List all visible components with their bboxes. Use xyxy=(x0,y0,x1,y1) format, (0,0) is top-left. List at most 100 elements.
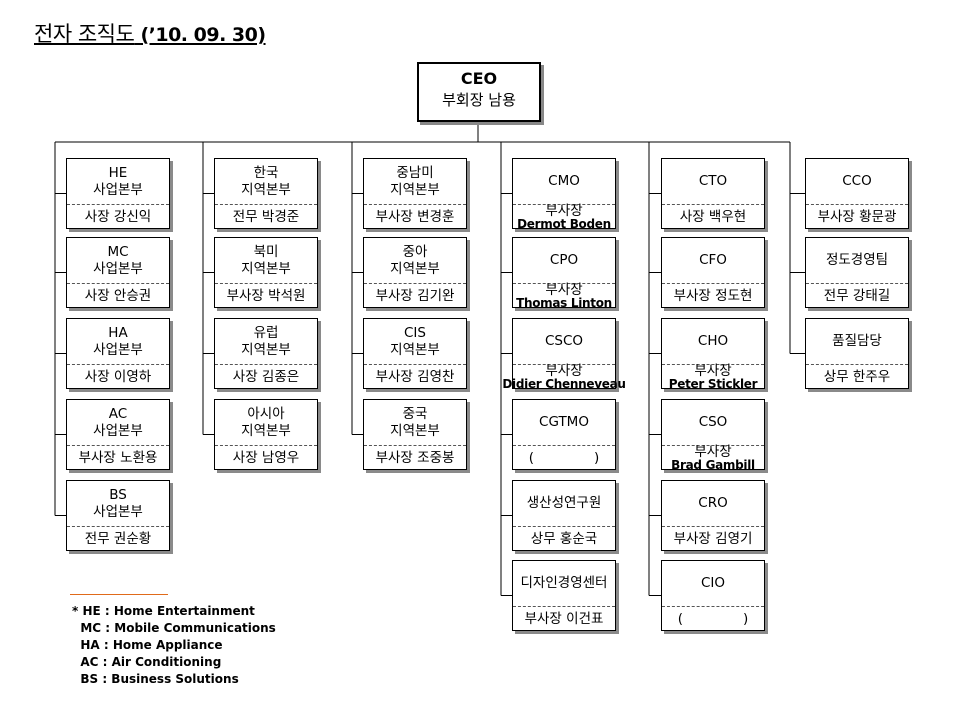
unit-head-line: 상무 홍순국 xyxy=(530,530,598,547)
unit-name: CRO xyxy=(662,481,764,527)
unit-name-line: 사업본부 xyxy=(93,503,143,520)
unit-name-line: 지역본부 xyxy=(241,260,291,277)
unit-name-line: 품질담당 xyxy=(832,333,882,349)
unit-name-line: 지역본부 xyxy=(241,341,291,358)
unit-head-line: 사장 이영하 xyxy=(84,368,152,385)
unit-name-line: 사업본부 xyxy=(93,181,143,198)
unit-name: CMO xyxy=(513,159,615,205)
unit-head: 부사장 정도현 xyxy=(662,284,764,308)
legend-item: MC : Mobile Communications xyxy=(72,621,276,635)
unit-name-line: CIO xyxy=(700,575,726,591)
unit-head-line: 부사장 황문광 xyxy=(817,208,897,225)
unit-head-line: 상무 한주우 xyxy=(823,368,891,385)
ceo-title: CEO xyxy=(460,69,498,88)
unit-name: CGTMO xyxy=(513,400,615,446)
unit-head-line: ( ) xyxy=(528,449,600,466)
org-unit-box[interactable]: CRO 부사장 김영기 xyxy=(661,480,765,551)
unit-head: 사장 김종은 xyxy=(215,365,317,389)
unit-head-line: Thomas Linton xyxy=(516,295,612,310)
unit-name-line: CRO xyxy=(698,495,728,511)
unit-name: 디자인경영센터 xyxy=(513,561,615,607)
org-unit-box[interactable]: CFO 부사장 정도현 xyxy=(661,237,765,308)
unit-head-line: 부사장 조중봉 xyxy=(375,449,455,466)
unit-name-line: MC xyxy=(107,243,129,260)
unit-name-line: 정도경영팀 xyxy=(825,252,889,268)
unit-name-line: CFO xyxy=(699,252,727,268)
unit-head: 부사장 변경훈 xyxy=(364,205,466,229)
unit-name-line: 유럽 xyxy=(253,324,279,341)
org-unit-box[interactable]: CCO 부사장 황문광 xyxy=(805,158,909,229)
unit-head-line: 사장 안승권 xyxy=(84,287,152,304)
unit-name-line: 생산성연구원 xyxy=(526,495,602,511)
legend-divider xyxy=(70,594,168,595)
org-unit-box[interactable]: CGTMO ( ) xyxy=(512,399,616,470)
unit-name: CSO xyxy=(662,400,764,446)
unit-head: 사장 이영하 xyxy=(67,365,169,389)
unit-head-line: 부사장 이건표 xyxy=(524,610,604,627)
unit-head: 부사장 김영찬 xyxy=(364,365,466,389)
unit-name-line: HE xyxy=(108,164,128,181)
unit-head: 부사장 이건표 xyxy=(513,607,615,631)
unit-name-line: AC xyxy=(108,405,128,422)
unit-head-line: 부사장 xyxy=(694,362,732,379)
unit-name: CCO xyxy=(806,159,908,205)
unit-head-line: 부사장 김영찬 xyxy=(375,368,455,385)
unit-name-line: HA xyxy=(108,324,128,341)
unit-head-line: 전무 박경준 xyxy=(232,208,300,225)
org-unit-box[interactable]: CTO 사장 백우현 xyxy=(661,158,765,229)
unit-head: 전무 박경준 xyxy=(215,205,317,229)
unit-name: CTO xyxy=(662,159,764,205)
org-unit-box[interactable]: CIO ( ) xyxy=(661,560,765,631)
unit-head: 사장 안승권 xyxy=(67,284,169,308)
ceo-box[interactable]: CEO 부회장 남용 xyxy=(417,62,541,122)
unit-head: 부사장 김영기 xyxy=(662,527,764,551)
unit-head: ( ) xyxy=(662,607,764,631)
unit-name-line: 한국 xyxy=(253,164,279,181)
unit-head: 부사장 김기완 xyxy=(364,284,466,308)
unit-head-line: ( ) xyxy=(677,610,749,627)
unit-name-line: CCO xyxy=(842,173,872,189)
unit-name-line: 지역본부 xyxy=(390,260,440,277)
title-date: (’10. 09. 30) xyxy=(140,24,266,46)
unit-name-line: 중아 xyxy=(402,243,428,260)
unit-name-line: 지역본부 xyxy=(241,181,291,198)
unit-head-line: 전무 강태길 xyxy=(823,287,891,304)
unit-name-line: CIS xyxy=(404,324,426,341)
unit-name: 생산성연구원 xyxy=(513,481,615,527)
unit-head-line: 사장 백우현 xyxy=(679,208,747,225)
unit-name-line: CSCO xyxy=(544,333,584,349)
unit-name-line: 지역본부 xyxy=(390,341,440,358)
unit-name-line: BS xyxy=(109,486,127,503)
